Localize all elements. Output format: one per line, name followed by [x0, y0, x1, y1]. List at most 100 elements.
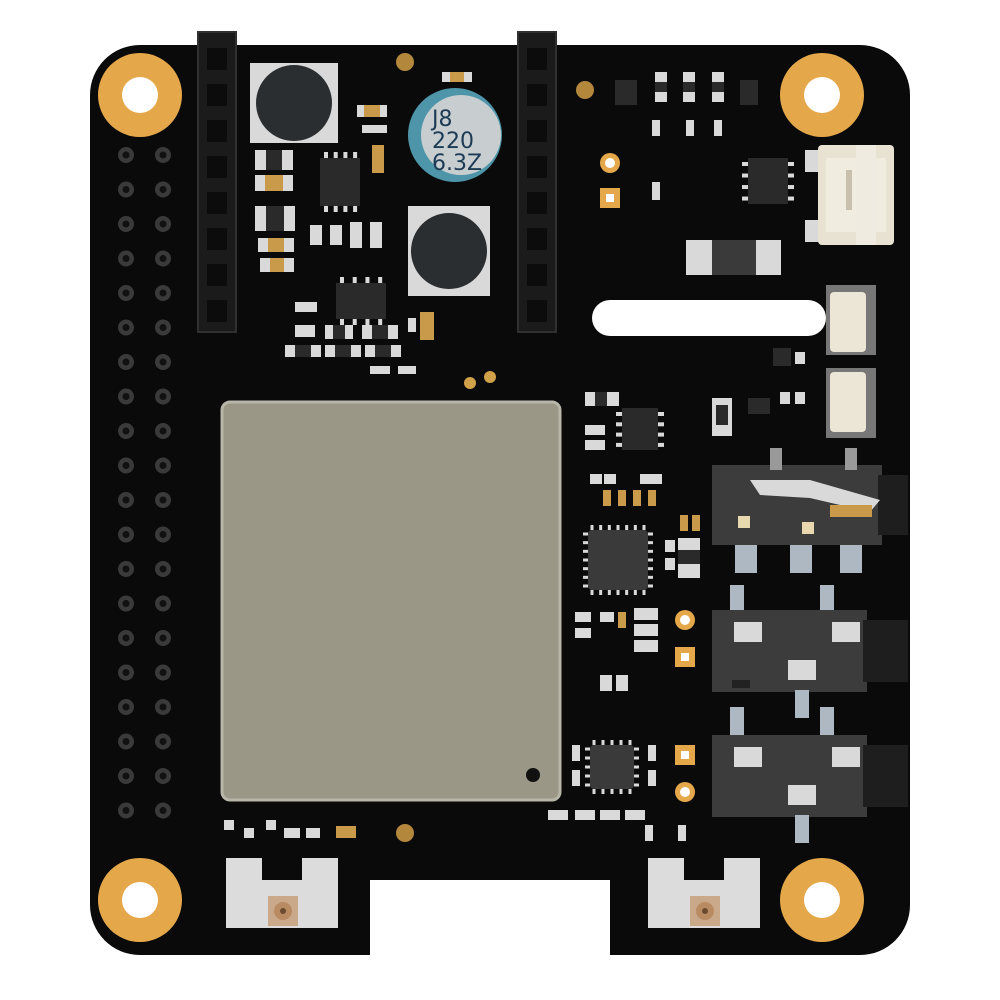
gpio-pin-icon [155, 285, 171, 301]
socket-pin [207, 120, 227, 142]
gpio-pin-icon [118, 319, 134, 336]
ic-leg [788, 173, 794, 178]
ic-leg [352, 319, 357, 325]
ic-pad [642, 590, 646, 595]
inductor-icon [408, 206, 490, 296]
ic-pad [625, 525, 629, 530]
ic-pad [599, 590, 603, 595]
ic-pad [585, 783, 590, 787]
ic-leg [658, 412, 664, 416]
audio-jack-icon [712, 585, 908, 718]
mounting-hole-icon [780, 858, 864, 942]
ic-leg [352, 277, 357, 283]
ic-leg [788, 162, 794, 166]
ic-pad [648, 532, 653, 536]
gpio-pin-icon [155, 147, 171, 163]
gpio-pin-icon [155, 250, 171, 267]
gpio-pin-icon [155, 319, 171, 336]
gpio-pin-icon [155, 595, 171, 612]
socket-pin [207, 156, 227, 178]
ic-pad [628, 740, 632, 745]
gpio-pin-icon [118, 423, 134, 439]
gpio-pin-icon [155, 492, 171, 508]
via [484, 371, 496, 383]
socket-pin [207, 192, 227, 214]
gpio-pin-icon [118, 216, 134, 232]
gpio-pin-icon [118, 526, 134, 543]
ic-leg [333, 152, 338, 158]
ic-leg [333, 206, 338, 212]
gpio-pin-icon [118, 354, 134, 370]
gpio-pin-icon [155, 388, 171, 405]
ic-leg [616, 412, 622, 416]
ic-pad [616, 590, 620, 595]
gpio-pin-icon [118, 664, 134, 681]
gpio-pin-icon [118, 768, 134, 784]
ic-pad [585, 747, 590, 751]
socket-pin [207, 264, 227, 286]
ic-pad [619, 789, 623, 794]
audio-jack-icon [712, 448, 908, 573]
gpio-pin-icon [118, 733, 134, 750]
ic-pad [610, 740, 614, 745]
ic-pad [634, 756, 639, 760]
electrolytic-capacitor-icon: J8 220 6.3Z [408, 88, 502, 182]
gpio-pin-icon [118, 630, 134, 646]
ic-pad [610, 789, 614, 794]
ic-leg [742, 196, 748, 201]
ic-leg [742, 173, 748, 178]
ic-pad [648, 549, 653, 553]
antenna-connector-icon [648, 858, 760, 928]
mounting-hole-icon [780, 53, 864, 137]
capacitor-marking-line-1: J8 [430, 107, 453, 132]
ic-leg [742, 162, 748, 166]
capacitor-marking-line-3: 6.3Z [432, 151, 482, 176]
ic-leg [324, 152, 328, 158]
ic-leg [353, 206, 358, 212]
gpio-pin-icon [118, 492, 134, 508]
ic-pad [648, 584, 653, 588]
ic-leg [343, 152, 348, 158]
side-connector [826, 285, 876, 355]
ic-leg [658, 442, 664, 447]
ic-pad [592, 789, 596, 794]
ic-pad [583, 541, 588, 545]
ic-leg [658, 422, 664, 427]
ic-pad [585, 765, 590, 769]
ic-leg [788, 185, 794, 190]
ic-pad [583, 532, 588, 536]
ic-leg [365, 319, 370, 325]
ic-leg [658, 432, 664, 437]
ic-pad [648, 567, 653, 571]
usb-connector-icon [805, 145, 894, 245]
ic-leg [378, 277, 383, 283]
ic-pad [633, 525, 637, 530]
ic-pad [583, 558, 588, 562]
socket-pin [527, 120, 547, 142]
capacitor-marking-line-2: 220 [432, 129, 474, 154]
ic-pad [585, 756, 590, 760]
socket-pin [527, 84, 547, 106]
ic-pad [634, 774, 639, 778]
ic-leg [616, 422, 622, 427]
ic-pad [590, 590, 594, 595]
ic-pad [583, 567, 588, 571]
gpio-pin-icon [155, 733, 171, 750]
ic-pad [607, 525, 611, 530]
ic-pad [585, 774, 590, 778]
ic-pad [634, 765, 639, 769]
ic-pad [642, 525, 646, 530]
gpio-pin-icon [155, 181, 171, 198]
gpio-pin-icon [155, 216, 171, 232]
gpio-pin-icon [155, 699, 171, 715]
via [576, 81, 594, 99]
socket-pin [527, 192, 547, 214]
ic-pad [616, 525, 620, 530]
ic-pad [601, 789, 605, 794]
gpio-pin-icon [118, 250, 134, 267]
board-slot [592, 300, 826, 336]
gpio-pin-icon [118, 802, 134, 819]
gpio-header [118, 147, 171, 819]
inductor-icon [250, 63, 338, 143]
ic-leg [365, 277, 370, 283]
